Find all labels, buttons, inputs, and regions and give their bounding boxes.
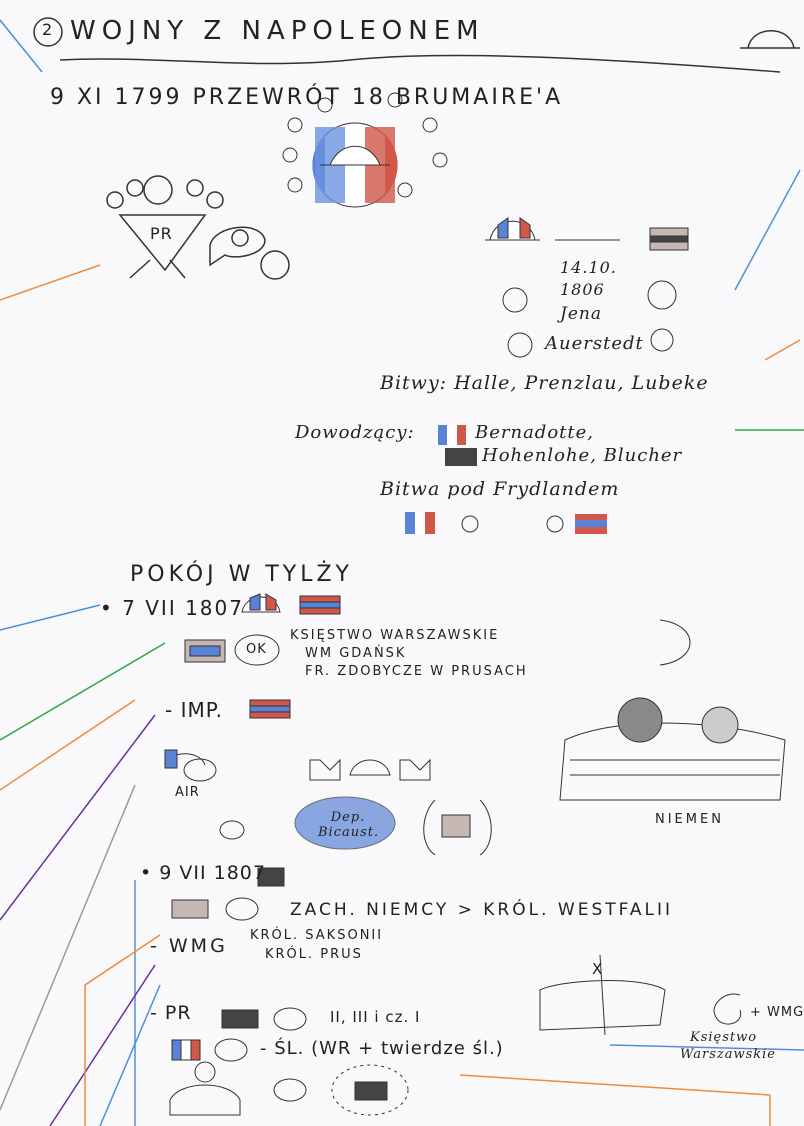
battles-label: Bitwy: Halle, Prenzlau, Lubeke [380,372,709,394]
commander-flags [438,425,477,466]
peace-item-1: KSIĘSTWO WARSZAWSKIE [290,628,500,643]
commanders-label: Dowodzący: [295,422,415,443]
bicorne-hat-icon [740,30,800,49]
napoleon-tricolor-head-icon [312,122,398,208]
jena-date2: 1806 [560,280,605,299]
air-label: AIR [175,785,200,800]
peace-item-3: FR. ZDOBYCZE W PRUSACH [305,664,528,679]
treaty2-line-2: - WMG [150,935,228,957]
number-circle-icon [33,17,63,47]
friedland-flags [405,512,607,534]
map-x-label: X [592,960,604,978]
niemen-label: NIEMEN [655,812,724,827]
imp-label: - IMP. [165,698,224,722]
date2: • 9 VII 1807 [140,862,266,884]
peace-item-2: WM GDAŃSK [305,646,407,661]
treaty2-line-3: KRÓL. SAKSONII [250,928,384,943]
prussia-figure-icon [106,175,290,280]
jena-icons [485,217,689,358]
friedland-label: Bitwa pod Frydlandem [380,478,620,500]
coup-line: 9 XI 1799 PRZEWRÓT 18 BRUMAIRE'A [50,85,563,110]
treaty2-line-7: - ŚL. (WR + twierdze śl.) [260,1038,504,1059]
ok-badge: OK [246,642,267,657]
auerstedt-place: Auerstedt [545,333,644,354]
coup-text: PRZEWRÓT 18 BRUMAIRE'A [192,85,564,110]
commander-pr: Hohenlohe, Blucher [482,445,683,466]
treaty2-line-5: - PR [150,1002,192,1024]
jena-date1: 14.10. [560,258,617,277]
treaty2-icons [169,867,409,1116]
peace-date: • 7 VII 1807 [100,596,244,620]
title-text: WOJNY Z NAPOLEONEM [70,16,485,46]
map-plus-label: + WMG [750,1005,804,1020]
partition-map-sketch [539,954,742,1036]
treaty2-line-6: II, III i cz. I [330,1008,421,1026]
map-ks1: Księstwo [690,1030,758,1045]
tilsit-icons [164,593,691,856]
title-number: 2 [42,20,53,39]
niemen-raft-sketch [559,697,786,801]
coup-date: 9 XI 1799 [50,85,183,110]
bomb-icons [282,92,448,198]
dep-label: Dep. Bicaust. [318,810,380,840]
jena-place: Jena [560,304,602,324]
treaty2-line-1: ZACH. NIEMCY > KRÓL. WESTFALII [290,900,673,920]
treaty2-line-4: KRÓL. PRUS [265,947,363,962]
peace-title: POKÓJ W TYLŻY [130,562,353,587]
page-title: 2 WOJNY Z NAPOLEONEM [42,16,485,46]
pr-label: PR [150,224,173,243]
map-ks2: Warszawskie [680,1047,776,1062]
commander-fr: Bernadotte, [475,422,595,443]
